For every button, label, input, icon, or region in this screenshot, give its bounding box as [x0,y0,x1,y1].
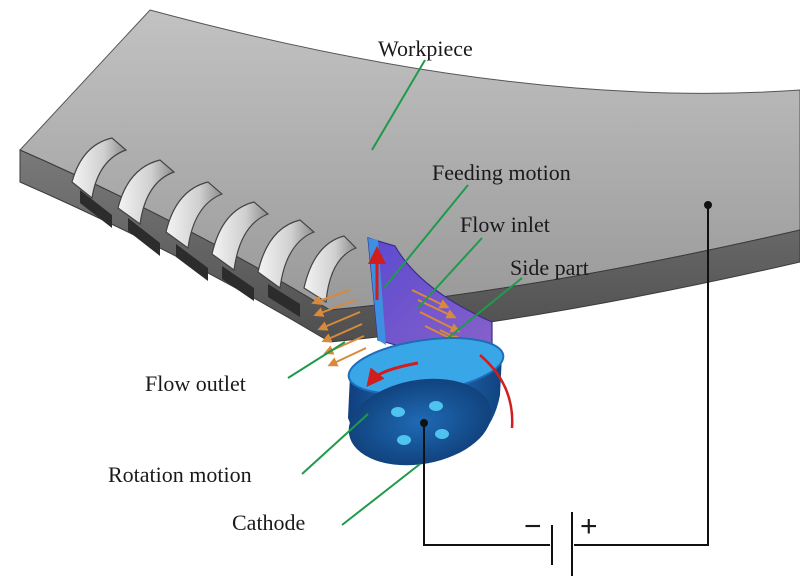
leader-lines [287,59,523,526]
cathode-hole-3 [397,435,411,445]
cathode-face [348,378,492,466]
slot-3 [165,181,224,250]
cathode-hole-1 [391,407,405,417]
label-flow-outlet: Flow outlet [145,371,246,396]
slot-gap-5 [268,284,300,317]
label-side-part: Side part [510,255,589,280]
label-cathode: Cathode [232,510,305,535]
label-rotation-motion: Rotation motion [108,462,252,487]
slot-6 [303,235,358,304]
power-negative-sign: − [524,510,542,543]
power-circuit [423,205,709,576]
slot-4 [211,201,270,272]
slot-gap-4 [222,266,254,301]
slot-2 [117,159,176,226]
label-flow-inlet: Flow inlet [460,212,550,237]
workpiece-contact-point [704,201,712,209]
slot-gap-2 [128,218,160,256]
slot-gap-3 [176,244,208,281]
label-workpiece: Workpiece [378,36,473,61]
power-positive-sign: + [580,510,598,543]
cathode-hole-4 [435,429,449,439]
cathode-cylinder [347,337,505,466]
rotation-motion-arrow [366,361,419,388]
rotation-motion-arrow-2 [479,354,514,429]
machined-slots [71,137,358,317]
slot-5 [257,219,316,290]
slot-gap-1 [80,190,112,228]
slot-1 [71,137,128,200]
label-feeding-motion: Feeding motion [432,160,571,185]
cathode-hole-2 [429,401,443,411]
